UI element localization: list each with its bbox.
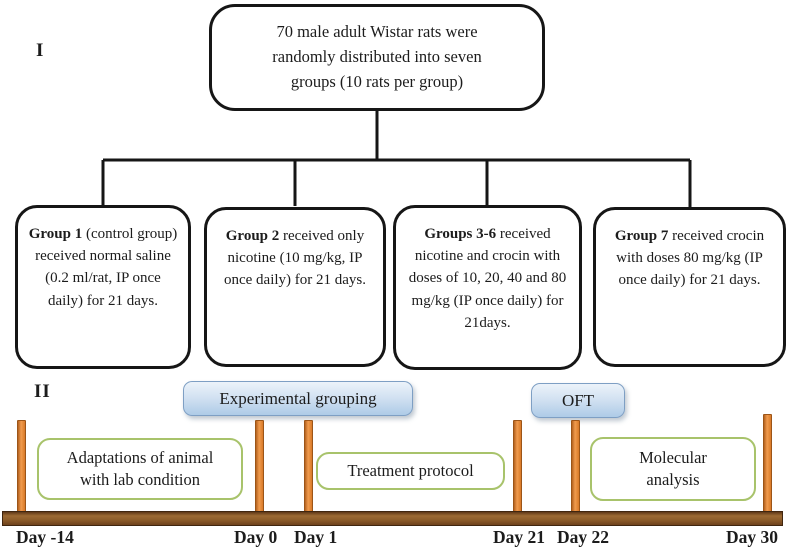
treatment-phase-box: Treatment protocol bbox=[316, 452, 505, 490]
group-2-box: Group 2 received only nicotine (10 mg/kg… bbox=[204, 207, 386, 367]
day-label-1: Day 1 bbox=[294, 527, 338, 547]
section-2-label: II bbox=[34, 381, 51, 402]
day-label-21: Day 21 bbox=[493, 527, 546, 547]
timeline-bar bbox=[2, 511, 783, 526]
experimental-grouping-label: Experimental grouping bbox=[219, 388, 377, 408]
group-2-title: Group 2 bbox=[225, 228, 280, 244]
timeline-post-day-0 bbox=[255, 420, 264, 512]
group-7-box: Group 7 received crocin with doses 80 mg… bbox=[593, 207, 786, 367]
oft-callout: OFT bbox=[531, 383, 625, 418]
groups-3-6-text: received nicotine and crocin with doses … bbox=[408, 226, 567, 331]
timeline-post-day-22 bbox=[571, 420, 580, 512]
experimental-grouping-callout: Experimental grouping bbox=[183, 381, 413, 416]
groups-3-6-box: Groups 3-6 received nicotine and crocin … bbox=[393, 205, 582, 370]
day-label-30: Day 30 bbox=[726, 527, 779, 547]
timeline-post-day-1 bbox=[304, 420, 313, 512]
day-label-0: Day 0 bbox=[234, 527, 278, 547]
treatment-phase-label: Treatment protocol bbox=[347, 460, 474, 480]
group-7-title: Group 7 bbox=[614, 228, 669, 244]
day-label-minus-14: Day -14 bbox=[16, 527, 74, 547]
group-1-box: Group 1 (control group) received normal … bbox=[15, 205, 191, 369]
root-box-text: 70 male adult Wistar rats were randomly … bbox=[272, 22, 482, 91]
group-1-text: (control group) received normal saline (… bbox=[35, 226, 178, 309]
adaptation-phase-box: Adaptations of animal with lab condition bbox=[37, 438, 243, 500]
timeline-post-day-30 bbox=[763, 414, 772, 512]
molecular-phase-label: Molecular analysis bbox=[639, 447, 707, 489]
day-label-22: Day 22 bbox=[557, 527, 610, 547]
groups-3-6-title: Groups 3-6 bbox=[424, 226, 497, 242]
section-1-label: I bbox=[36, 40, 45, 61]
oft-label: OFT bbox=[561, 390, 595, 410]
group-1-title: Group 1 bbox=[28, 226, 83, 242]
group-7-text: received crocin with doses 80 mg/kg (IP … bbox=[616, 228, 765, 289]
timeline-post-day-minus-14 bbox=[17, 420, 26, 512]
adaptation-phase-label: Adaptations of animal with lab condition bbox=[66, 447, 214, 489]
group-2-text: received only nicotine (10 mg/kg, IP onc… bbox=[223, 228, 367, 289]
timeline-post-day-21 bbox=[513, 420, 522, 512]
molecular-phase-box: Molecular analysis bbox=[590, 437, 756, 501]
root-box: 70 male adult Wistar rats were randomly … bbox=[209, 4, 545, 111]
